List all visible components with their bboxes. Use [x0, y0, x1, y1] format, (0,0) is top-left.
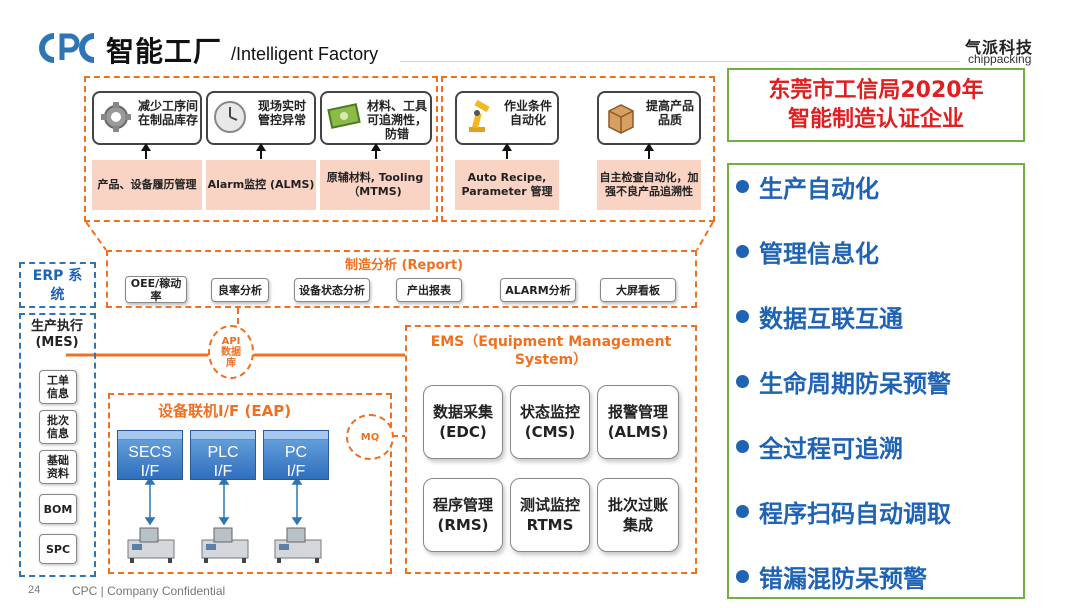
- benefit-item: 全过程可追溯: [736, 429, 903, 464]
- eap-title: 设备联机I/F (EAP): [158, 402, 292, 420]
- bullet-icon: [736, 440, 749, 453]
- feature-source-4: Auto Recipe, Parameter 管理: [455, 160, 559, 210]
- certification-box: 东莞市工信局2020年 智能制造认证企业: [727, 68, 1025, 142]
- benefits-panel: [727, 163, 1025, 599]
- arrow-stem: [145, 149, 147, 159]
- box-icon: [603, 97, 639, 135]
- bullet-icon: [736, 570, 749, 583]
- up-arrow-icon: [502, 143, 512, 151]
- ems-module-edc[interactable]: 数据采集 (EDC): [423, 385, 503, 459]
- mes-item-spc[interactable]: SPC: [39, 534, 77, 564]
- bullet-icon: [736, 245, 749, 258]
- arrow-stem: [375, 149, 377, 159]
- brand-name: 气派科技: [965, 38, 1034, 57]
- certification-line2: 智能制造认证企业: [787, 107, 964, 132]
- plc-interface[interactable]: PLC I/F: [190, 430, 256, 480]
- up-arrow-icon: [256, 143, 266, 151]
- up-arrow-icon: [141, 143, 151, 151]
- report-item-yield[interactable]: 良率分析: [211, 278, 269, 302]
- erp-system: ERP 系统: [19, 262, 96, 308]
- brand-name-en: chippacking: [968, 52, 1032, 66]
- bullet-icon: [736, 310, 749, 323]
- feature-card-quality: 提高产品 品质: [597, 91, 701, 145]
- cpc-logo: [38, 32, 100, 64]
- report-item-output[interactable]: 产出报表: [396, 278, 462, 302]
- arrow-stem: [648, 149, 650, 159]
- mq-connector: MQ: [346, 414, 394, 460]
- bullet-icon: [736, 505, 749, 518]
- mes-panel: [19, 313, 96, 577]
- certification-line1: 东莞市工信局2020年: [768, 78, 984, 103]
- report-group: [106, 250, 697, 308]
- title-divider: [400, 61, 960, 62]
- report-item-equipment-status[interactable]: 设备状态分析: [294, 278, 370, 302]
- mes-title: 生产执行 (MES): [30, 319, 83, 350]
- ems-module-rtms[interactable]: 测试监控 RTMS: [510, 478, 590, 552]
- machine-icon: [200, 524, 250, 564]
- feature-source-2: Alarm监控 (ALMS): [206, 160, 316, 210]
- machine-icon: [273, 524, 323, 564]
- mes-item-master-data[interactable]: 基础 资料: [39, 450, 77, 484]
- report-title: 制造分析 (Report): [345, 258, 464, 273]
- report-item-dashboard[interactable]: 大屏看板: [600, 278, 676, 302]
- arrow-stem: [506, 149, 508, 159]
- report-item-oee[interactable]: OEE/稼动率: [125, 276, 187, 303]
- page-title: 智能工厂: [106, 35, 223, 68]
- ems-module-lot-posting[interactable]: 批次过账 集成: [597, 478, 679, 552]
- robot-arm-icon: [461, 97, 497, 135]
- benefit-item: 管理信息化: [736, 234, 879, 269]
- ems-group: [405, 325, 697, 574]
- eap-group: [108, 393, 392, 574]
- feature-source-5: 自主检查自动化，加强不良产品追溯性: [597, 160, 701, 210]
- ems-title: EMS（Equipment Management System）: [430, 334, 672, 368]
- clock-icon: [212, 97, 248, 135]
- feature-group-right: [441, 76, 715, 222]
- report-item-alarm[interactable]: ALARM分析: [500, 278, 576, 302]
- machine-icon: [126, 524, 176, 564]
- ems-module-alms[interactable]: 报警管理 (ALMS): [597, 385, 679, 459]
- benefit-item: 生命周期防呆预警: [736, 364, 951, 399]
- footer-text: CPC | Company Confidential: [72, 584, 226, 598]
- api-database: API 数据库: [208, 325, 254, 379]
- feature-source-3: 原辅材料, Tooling（MTMS): [320, 160, 430, 210]
- ems-module-cms[interactable]: 状态监控 (CMS): [510, 385, 590, 459]
- bullet-icon: [736, 375, 749, 388]
- feature-group-left: [84, 76, 438, 222]
- page-number: 24: [28, 584, 41, 596]
- mes-item-work-order[interactable]: 工单 信息: [39, 370, 77, 404]
- money-icon: [326, 97, 362, 135]
- feature-card-wip: 减少工序间 在制品库存: [92, 91, 202, 145]
- secs-interface[interactable]: SECS I/F: [117, 430, 183, 480]
- up-arrow-icon: [371, 143, 381, 151]
- pc-interface[interactable]: PC I/F: [263, 430, 329, 480]
- feature-card-traceability: 材料、工具可追溯性，防错: [320, 91, 432, 145]
- feature-card-automation: 作业条件 自动化: [455, 91, 559, 145]
- benefit-item: 程序扫码自动调取: [736, 494, 951, 529]
- ems-module-rms[interactable]: 程序管理 (RMS): [423, 478, 503, 552]
- up-arrow-icon: [644, 143, 654, 151]
- benefit-item: 生产自动化: [736, 169, 879, 204]
- gear-icon: [98, 97, 134, 135]
- benefit-item: 错漏混防呆预警: [736, 559, 927, 594]
- bullet-icon: [736, 180, 749, 193]
- mes-item-bom[interactable]: BOM: [39, 494, 77, 524]
- benefit-item: 数据互联互通: [736, 299, 903, 334]
- mes-item-lot[interactable]: 批次 信息: [39, 410, 77, 444]
- feature-card-exception: 现场实时 管控异常: [206, 91, 316, 145]
- arrow-stem: [260, 149, 262, 159]
- page-subtitle: /Intelligent Factory: [231, 44, 379, 64]
- feature-source-1: 产品、设备履历管理: [92, 160, 202, 210]
